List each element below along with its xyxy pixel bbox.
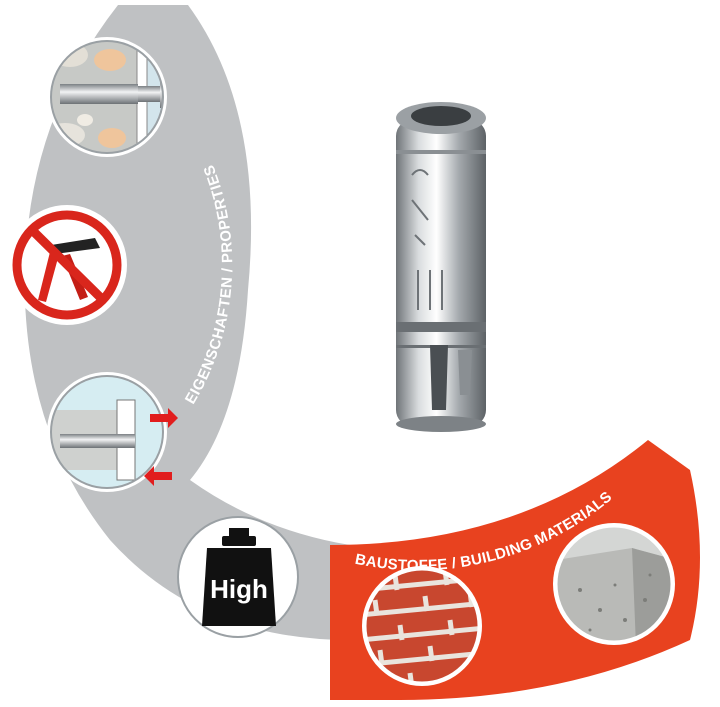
- shield-anchor-icon: [396, 102, 486, 432]
- concrete-block-icon: [553, 523, 675, 645]
- no-setting-tool-icon: [7, 205, 127, 325]
- high-load-weight-icon: High: [177, 516, 299, 638]
- edge-distance-icon: [47, 372, 178, 492]
- brick-wall-icon: [362, 566, 482, 686]
- weight-label: High: [210, 574, 268, 604]
- anchor-in-masonry-icon: [47, 37, 167, 157]
